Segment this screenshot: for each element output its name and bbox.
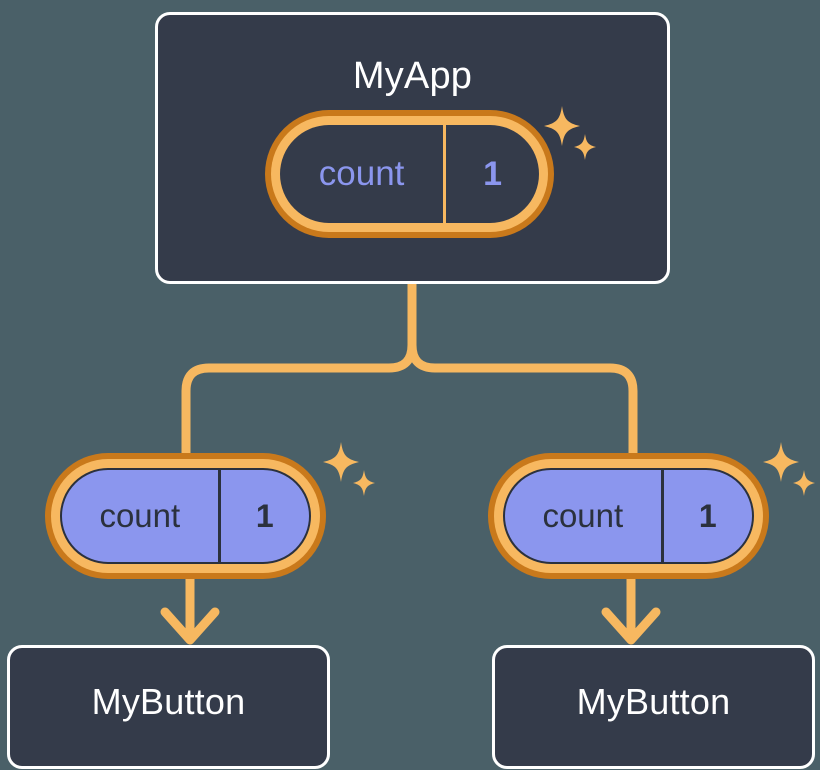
wire-root-to-right [407, 279, 638, 458]
state-pill-ring: count 1 [494, 459, 763, 573]
arrow-down-icon-left [160, 607, 220, 645]
state-pill-body: count 1 [503, 468, 754, 564]
sparkle-icon-left [323, 442, 375, 496]
state-value: 1 [660, 470, 752, 562]
state-pill-body: count 1 [280, 125, 539, 223]
sparkle-icon-right [763, 442, 815, 496]
state-value: 1 [443, 125, 539, 223]
wire-root-to-left [181, 279, 417, 458]
state-pill-ring: count 1 [271, 116, 548, 232]
arrow-down-icon-right [601, 607, 661, 645]
component-box-mybutton-right[interactable]: MyButton [492, 645, 815, 769]
state-key: count [318, 154, 405, 193]
state-pill-body: count 1 [60, 468, 311, 564]
state-pill-right[interactable]: count 1 [488, 453, 769, 579]
component-box-mybutton-left[interactable]: MyButton [7, 645, 330, 769]
page-title: MyApp [352, 55, 473, 97]
state-key: count [542, 497, 624, 534]
state-key: count [99, 497, 181, 534]
state-value: 1 [217, 470, 309, 562]
state-pill-ring: count 1 [51, 459, 320, 573]
state-pill-myapp[interactable]: count 1 [265, 110, 554, 238]
component-label: MyButton [91, 681, 246, 722]
component-label: MyButton [576, 681, 731, 722]
state-pill-left[interactable]: count 1 [45, 453, 326, 579]
